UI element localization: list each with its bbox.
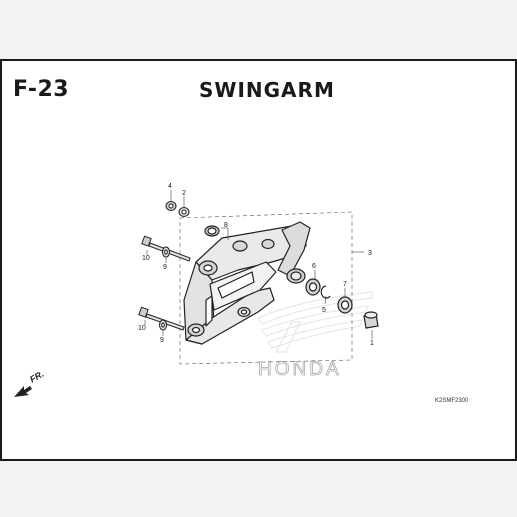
part-washer-9-upper [162,246,170,258]
assembly-boundary [179,211,353,365]
part-circlip-5 [320,285,331,299]
swingarm [183,221,311,345]
callout-8: 8 [224,222,228,229]
part-seal-6 [305,278,321,296]
callout-4: 4 [168,183,172,190]
honda-wing-watermark [257,291,373,353]
callout-5: 5 [322,307,326,314]
callout-9-upper: 9 [163,264,167,271]
front-direction-arrow [14,386,32,397]
part-collar-1 [363,311,379,329]
page-title: SWINGARM [199,78,335,102]
part-bearing-7 [337,296,353,314]
callout-3: 3 [368,250,372,257]
callout-1: 1 [370,340,374,347]
callout-leaders [144,190,373,339]
part-nut-4 [165,201,177,211]
callout-10-lower: 10 [138,325,146,332]
callout-10-upper: 10 [142,255,150,262]
part-washer-9-lower [159,319,167,331]
callout-numbers: 4 2 8 3 6 7 5 1 9 9 10 10 [138,183,374,347]
callout-2: 2 [182,190,186,197]
honda-watermark: HONDA [258,359,342,380]
callout-6: 6 [312,263,316,270]
part-washer-2 [178,207,190,217]
page-number: F-23 [13,77,70,102]
diagram-code: K2SMF2300 [435,398,469,404]
callout-7: 7 [343,281,347,288]
callout-9-lower: 9 [160,337,164,344]
